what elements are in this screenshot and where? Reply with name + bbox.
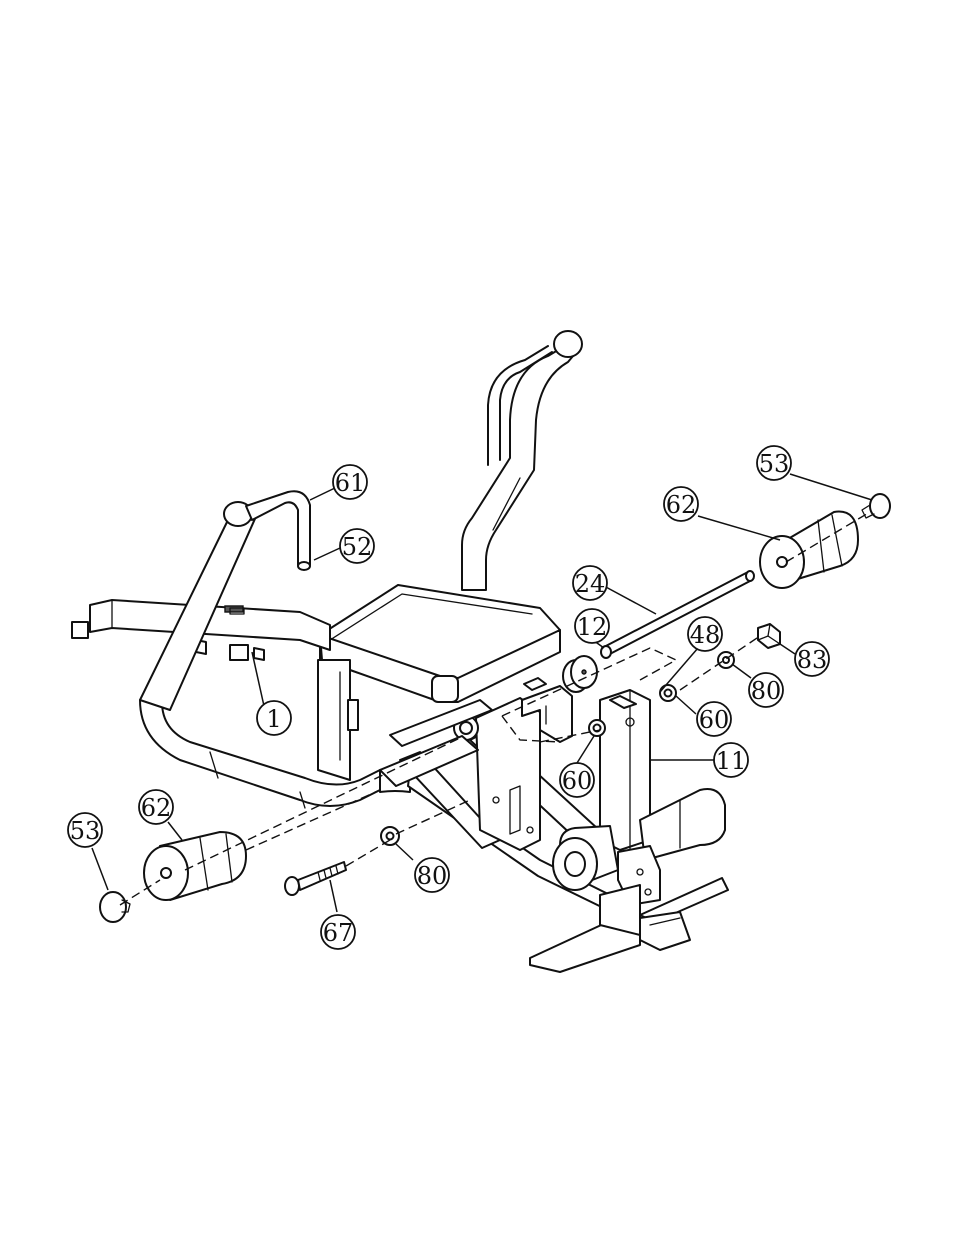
- callout-62: 62: [664, 487, 698, 521]
- bushing-60-right: [660, 685, 676, 701]
- callout-24: 24: [573, 566, 607, 600]
- svg-text:53: 53: [70, 817, 101, 845]
- rear-upright-handle: [462, 331, 582, 590]
- svg-text:60: 60: [562, 767, 593, 795]
- callout-80: 80: [749, 673, 783, 707]
- callout-48: 48: [688, 617, 722, 651]
- axle-rod-24: [602, 571, 754, 656]
- end-cap-53-left: [100, 892, 130, 922]
- svg-text:62: 62: [141, 794, 172, 822]
- callout-53: 53: [68, 813, 102, 847]
- svg-text:61: 61: [335, 469, 366, 497]
- svg-text:11: 11: [716, 747, 747, 775]
- callout-61: 61: [333, 465, 367, 499]
- svg-text:67: 67: [323, 919, 354, 947]
- nut-83: [758, 624, 780, 648]
- svg-text:83: 83: [797, 646, 828, 674]
- foam-roller-62-left: [144, 832, 246, 900]
- callout-60: 60: [697, 702, 731, 736]
- callout-60: 60: [560, 763, 594, 797]
- svg-text:1: 1: [266, 705, 281, 733]
- svg-text:24: 24: [575, 570, 606, 598]
- bushing-60-left: [589, 720, 605, 736]
- floor-plates: [530, 878, 728, 972]
- washer-80-left: [381, 827, 399, 845]
- callout-1: 1: [257, 701, 291, 735]
- callout-62: 62: [139, 790, 173, 824]
- svg-text:48: 48: [690, 621, 721, 649]
- svg-text:53: 53: [759, 450, 790, 478]
- svg-text:80: 80: [417, 862, 448, 890]
- callout-67: 67: [321, 915, 355, 949]
- bolt-67: [285, 862, 346, 895]
- svg-text:60: 60: [699, 706, 730, 734]
- svg-text:62: 62: [666, 491, 697, 519]
- callout-83: 83: [795, 642, 829, 676]
- callout-12: 12: [575, 609, 609, 643]
- svg-text:12: 12: [577, 613, 608, 641]
- callout-11: 11: [714, 743, 748, 777]
- callout-80: 80: [415, 858, 449, 892]
- callout-52: 52: [340, 529, 374, 563]
- svg-text:52: 52: [342, 533, 373, 561]
- svg-text:80: 80: [751, 677, 782, 705]
- callout-53: 53: [757, 446, 791, 480]
- foam-roller-62-right: [760, 512, 858, 588]
